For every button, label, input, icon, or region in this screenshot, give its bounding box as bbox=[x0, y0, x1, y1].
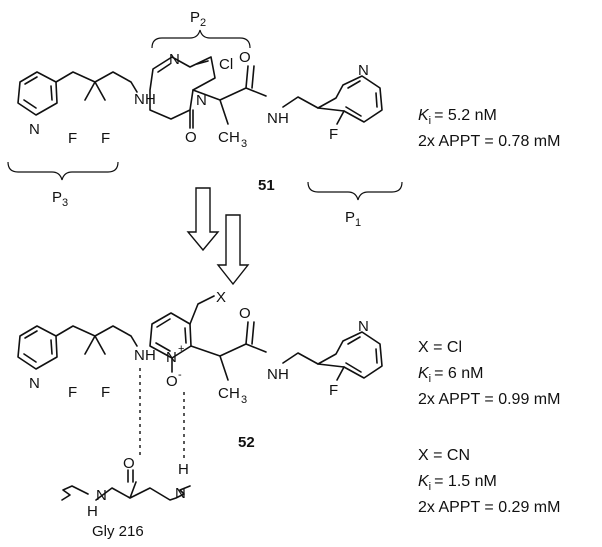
p2-label: P2 bbox=[190, 9, 206, 29]
ki-52-cl: Ki= 6 nM bbox=[418, 365, 483, 385]
atom-h-gly-2: H bbox=[178, 461, 189, 478]
compound-52-structure: N F F N H N + O - X O C H 3 N H N F bbox=[17, 289, 383, 406]
gly216-fragment: O N H H N Gly 216 bbox=[61, 455, 191, 540]
atom-o-amide-51: O bbox=[239, 49, 251, 66]
methyl-subscript-51: 3 bbox=[241, 138, 247, 150]
appt-52-cn: 2x APPT = 0.29 mM bbox=[418, 499, 560, 516]
atom-n-ring-51: N bbox=[196, 92, 207, 109]
difluoroethyl-linker bbox=[55, 71, 138, 101]
atom-o-gly: O bbox=[123, 455, 135, 472]
methyl-h-51: H bbox=[229, 129, 240, 146]
atom-h-amine-52: H bbox=[145, 347, 156, 364]
pyrazinone-ring bbox=[149, 56, 216, 120]
atom-n-pyridine-right-52: N bbox=[358, 318, 369, 335]
n-plus-charge: + bbox=[178, 343, 184, 355]
atom-n-pyridine-52: N bbox=[29, 375, 40, 392]
pyridine-ring-right-52 bbox=[317, 331, 383, 381]
atom-cl-51: Cl bbox=[219, 56, 233, 73]
atom-n-amine-52: N bbox=[134, 347, 145, 364]
arrow-left bbox=[186, 187, 220, 252]
compound-51-structure: N F F N H N Cl N O O C H 3 N H N F bbox=[17, 49, 383, 150]
pocket-annotations: P2 P3 P1 bbox=[7, 9, 403, 229]
atom-o-amide-52: O bbox=[239, 305, 251, 322]
compound-number-52: 52 bbox=[238, 434, 255, 451]
atom-o-n-oxide: O bbox=[166, 373, 178, 390]
methyl-subscript-52: 3 bbox=[241, 394, 247, 406]
atom-f-2: F bbox=[101, 130, 110, 147]
amide-linkage-51 bbox=[189, 65, 319, 129]
atom-n-gly-1: N bbox=[96, 487, 107, 504]
atom-nh-amine: N bbox=[134, 91, 145, 108]
atom-f-1-52: F bbox=[68, 384, 77, 401]
atom-n-pyrazine: N bbox=[169, 51, 180, 68]
atom-o-carbonyl-51: O bbox=[185, 129, 197, 146]
atom-nh-amide-n-52: N bbox=[267, 366, 278, 383]
difluoroethyl-linker-52 bbox=[55, 325, 138, 355]
atom-f-pyridine-51: F bbox=[329, 126, 338, 143]
x-variant-2: X = CN bbox=[418, 447, 470, 464]
pyridine-ring-left-52 bbox=[17, 325, 58, 370]
ki-52-cn: Ki= 1.5 nM bbox=[418, 473, 497, 493]
ring-substituents-52 bbox=[171, 295, 319, 381]
atom-n-pyridine: N bbox=[29, 121, 40, 138]
appt-51: 2x APPT = 0.78 mM bbox=[418, 133, 560, 150]
atom-f-pyridine-52: F bbox=[329, 382, 338, 399]
x-variant-1: X = Cl bbox=[418, 339, 462, 356]
residue-label: Gly 216 bbox=[92, 523, 144, 540]
atom-nh-amide-h-52: H bbox=[278, 366, 289, 383]
atom-h-amine: H bbox=[145, 91, 156, 108]
atom-x-substituent: X bbox=[216, 289, 226, 306]
compound-51-data: Ki= 5.2 nM 2x APPT = 0.78 mM bbox=[418, 107, 560, 150]
p3-label: P3 bbox=[52, 189, 68, 209]
atom-n-gly-2: N bbox=[175, 485, 186, 502]
appt-52-cl: 2x APPT = 0.99 mM bbox=[418, 391, 560, 408]
o-minus-charge: - bbox=[178, 369, 182, 381]
ki-51: Ki= 5.2 nM bbox=[418, 107, 497, 127]
hydrogen-bonds bbox=[139, 368, 185, 458]
compound-52-data: X = Cl Ki= 6 nM 2x APPT = 0.99 mM X = CN… bbox=[418, 339, 560, 516]
pyridine-ring-right-51 bbox=[317, 75, 383, 125]
p3-brace bbox=[7, 161, 119, 181]
p1-label: P1 bbox=[345, 209, 361, 229]
atom-nh-amide-h-51: H bbox=[278, 110, 289, 127]
p2-brace bbox=[151, 29, 251, 49]
atom-n-pyridine-right-51: N bbox=[358, 62, 369, 79]
atom-nh-amide-n-51: N bbox=[267, 110, 278, 127]
atom-n-ring-52: N bbox=[166, 349, 177, 366]
methyl-c-51: C bbox=[218, 129, 229, 146]
p1-brace bbox=[307, 181, 403, 201]
compound-number-51: 51 bbox=[258, 177, 275, 194]
arrow-right bbox=[216, 214, 250, 286]
pyridine-ring-left bbox=[17, 71, 58, 116]
methyl-c-52: C bbox=[218, 385, 229, 402]
methyl-h-52: H bbox=[229, 385, 240, 402]
atom-h-gly-1: H bbox=[87, 503, 98, 520]
transformation-arrows bbox=[186, 187, 250, 286]
atom-f-2-52: F bbox=[101, 384, 110, 401]
atom-f-1: F bbox=[68, 130, 77, 147]
